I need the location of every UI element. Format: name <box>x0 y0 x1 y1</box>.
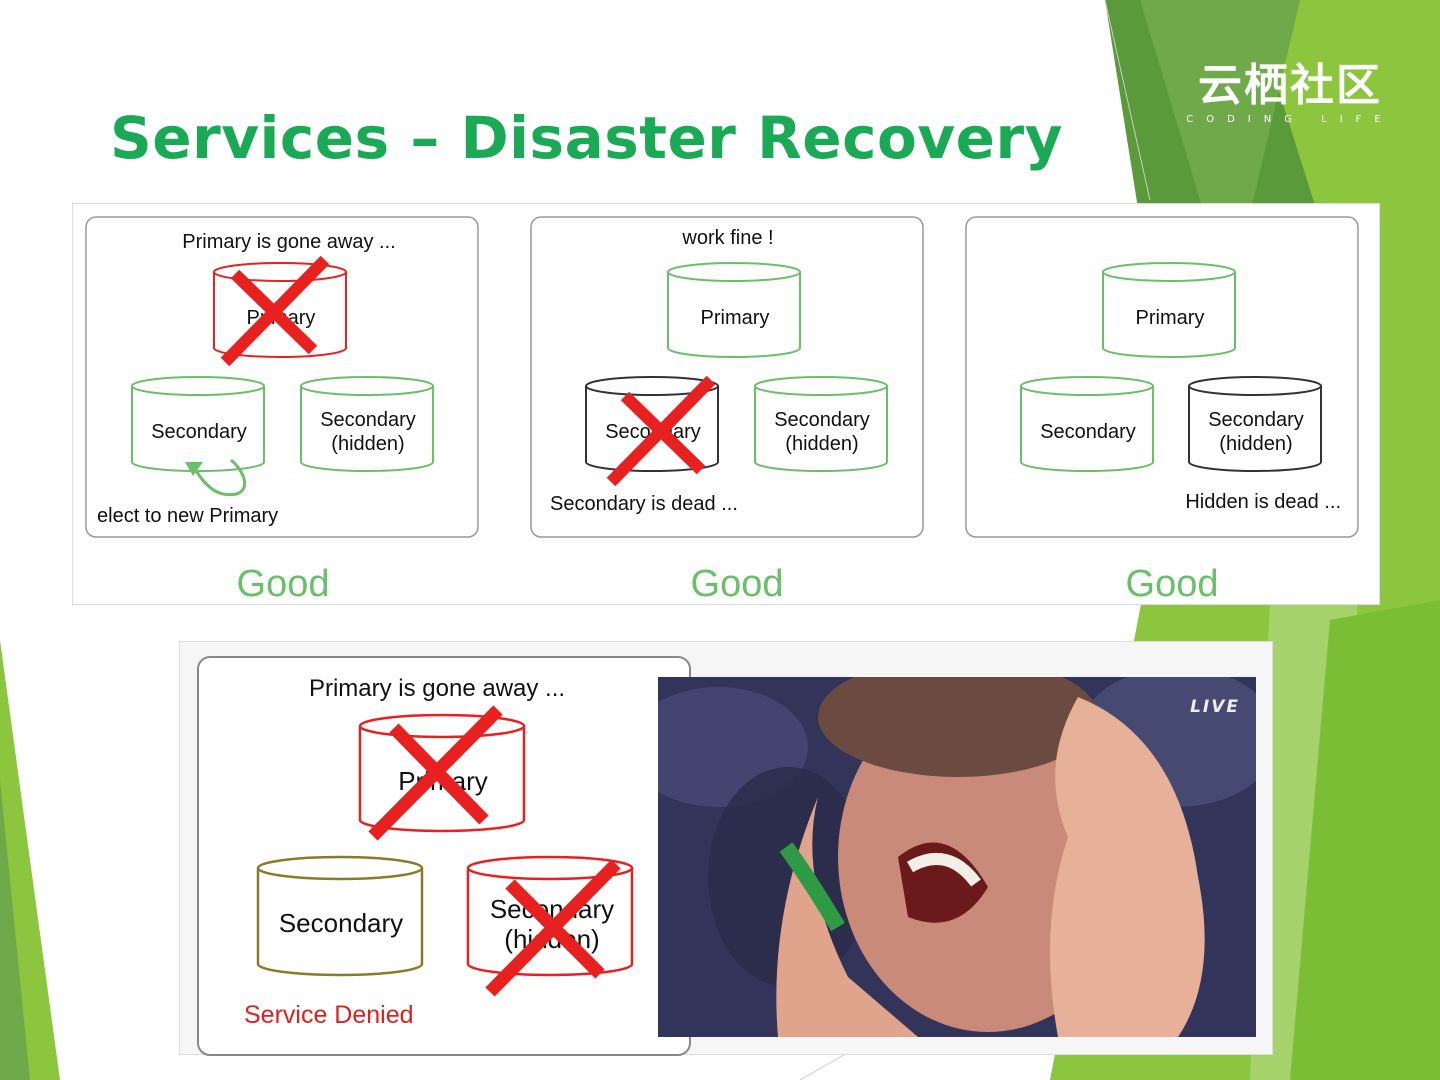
yunqi-logo: 云栖社区 CODING LIFE <box>1185 60 1395 125</box>
scenario-2: work fine ! Primary Secondary Secondary … <box>530 216 924 605</box>
scenario-1-cross <box>220 255 330 367</box>
failure-primary-cross <box>368 705 503 841</box>
scenario-1-hidden-db: Secondary (hidden) <box>300 376 434 472</box>
failure-secondary-db: Secondary <box>256 855 424 977</box>
scenario-2-caption: work fine ! <box>681 227 773 249</box>
scenario-3-hidden-label-1: Secondary <box>1208 409 1304 431</box>
scenario-1-elect-arrow <box>191 458 247 497</box>
failure-panel: Primary is gone away ... Primary Seconda… <box>179 641 1273 1056</box>
failure-hidden-cross <box>485 859 621 997</box>
arrow-head-icon <box>185 462 203 476</box>
scenario-2-result: Good <box>691 563 784 605</box>
scenario-1-secondary-label: Secondary <box>151 421 247 443</box>
slide-title: Services – Disaster Recovery <box>110 104 1063 172</box>
scenario-1-hidden-label-1: Secondary <box>320 409 416 431</box>
scenario-1: Primary is gone away ... Primary Seconda… <box>85 216 479 605</box>
scenario-3-note: Hidden is dead ... <box>1185 491 1341 513</box>
scenario-1-note: elect to new Primary <box>97 505 278 527</box>
scenarios-panel: Primary is gone away ... Primary Seconda… <box>72 203 1380 605</box>
scenario-3-hidden-db: Secondary (hidden) <box>1188 376 1322 472</box>
logo-main-text: 云栖社区 <box>1198 60 1382 111</box>
live-badge: LIVE <box>1190 697 1240 717</box>
scenario-3-primary-label: Primary <box>1136 307 1205 329</box>
scenario-2-hidden-label-1: Secondary <box>774 409 870 431</box>
scenario-2-cross <box>606 375 716 487</box>
scenario-1-caption: Primary is gone away ... <box>182 231 395 253</box>
scenario-3: Primary Secondary Secondary (hidden) Hid… <box>965 216 1359 605</box>
scenario-3-hidden-label-2: (hidden) <box>1219 433 1292 455</box>
scenario-1-secondary-db: Secondary <box>131 376 265 472</box>
scenario-2-primary-db: Primary <box>667 262 801 358</box>
scenarios-diagram: Primary is gone away ... Primary Seconda… <box>85 216 1359 605</box>
scenario-2-primary-label: Primary <box>701 307 770 329</box>
scenario-2-note: Secondary is dead ... <box>550 493 738 515</box>
scenario-1-result: Good <box>237 563 330 605</box>
scenario-3-secondary-db: Secondary <box>1020 376 1154 472</box>
photo-illustration <box>658 677 1256 1037</box>
frustrated-person-photo: LIVE <box>658 677 1256 1037</box>
failure-secondary-label: Secondary <box>279 908 403 938</box>
logo-sub-text: CODING LIFE <box>1186 114 1394 125</box>
service-denied-status: Service Denied <box>244 1001 414 1029</box>
failure-caption: Primary is gone away ... <box>309 675 565 702</box>
scenario-3-primary-db: Primary <box>1102 262 1236 358</box>
scenario-1-hidden-label-2: (hidden) <box>331 433 404 455</box>
scenario-2-hidden-label-2: (hidden) <box>785 433 858 455</box>
scenario-3-secondary-label: Secondary <box>1040 421 1136 443</box>
failure-diagram: Primary is gone away ... Primary Seconda… <box>197 656 691 1056</box>
scenario-2-hidden-db: Secondary (hidden) <box>754 376 888 472</box>
scenario-3-result: Good <box>1126 563 1219 605</box>
